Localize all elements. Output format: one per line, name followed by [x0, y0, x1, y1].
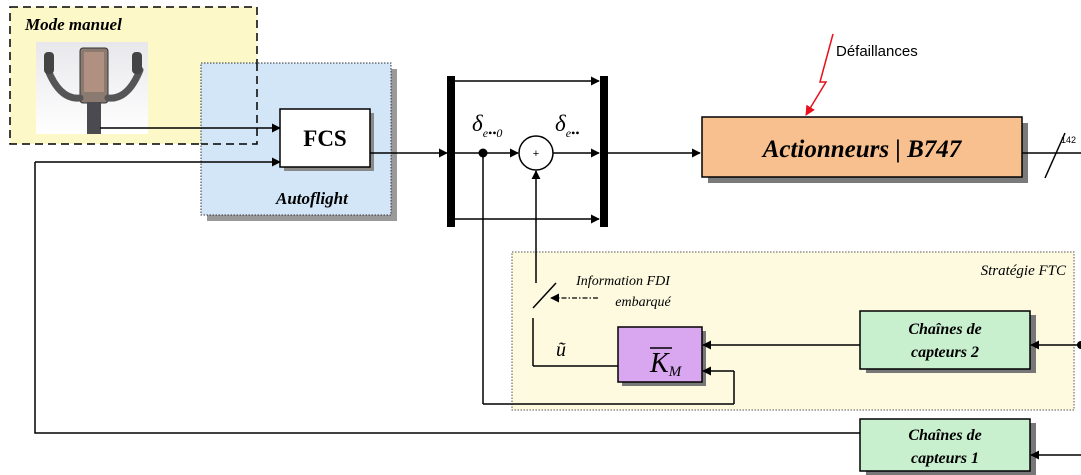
- capteurs-1-line2: capteurs 1: [911, 450, 979, 467]
- mode-manuel-label: Mode manuel: [24, 15, 122, 34]
- switch-bar-left: [447, 76, 455, 227]
- fcs-label: FCS: [303, 126, 346, 151]
- failure-arrow: [806, 34, 833, 115]
- capteurs-1-line1: Chaînes de: [908, 427, 981, 444]
- sum-plus: +: [533, 148, 539, 160]
- defaillances-label: Défaillances: [836, 43, 918, 60]
- fdi-label-line2: embarqué: [615, 295, 671, 310]
- delta-in-label: δe••0: [472, 111, 502, 140]
- strategie-ftc-label: Stratégie FTC: [981, 263, 1067, 279]
- bus-count-label: 142: [1061, 135, 1076, 145]
- capteurs-2-line1: Chaînes de: [908, 321, 981, 338]
- joystick-yoke-image: [36, 42, 148, 134]
- delta-out-label: δe••: [555, 111, 579, 140]
- actionneurs-label: Actionneurs | B747: [761, 136, 963, 163]
- autoflight-label: Autoflight: [275, 189, 349, 208]
- capteurs-2-line2: capteurs 2: [911, 344, 979, 361]
- u-tilde-label: ũ: [556, 339, 566, 361]
- fdi-label-line1: Information FDI: [575, 274, 671, 289]
- switch-bar-right: [600, 76, 608, 227]
